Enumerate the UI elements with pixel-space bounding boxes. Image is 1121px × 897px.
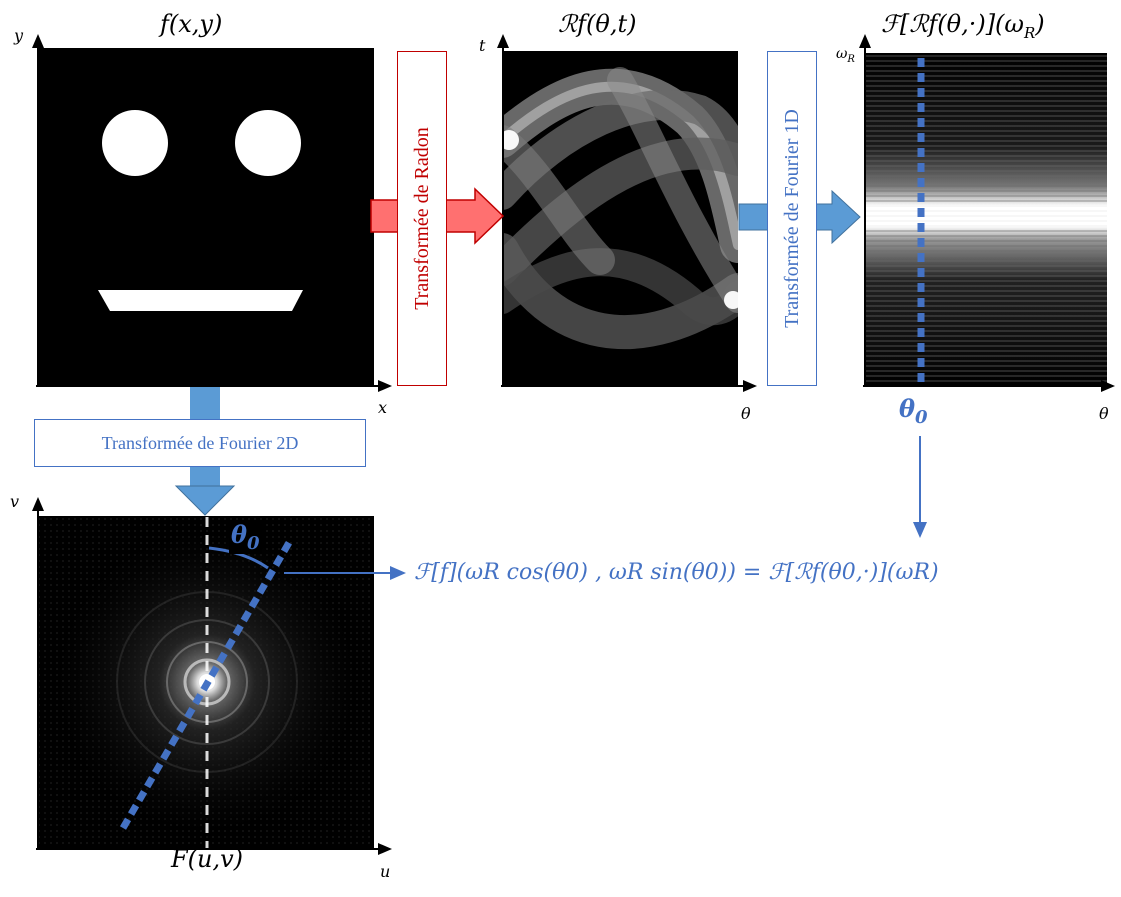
- axis-label-x: x: [378, 398, 388, 417]
- theta0-label-fourier-1d: θ0: [899, 394, 928, 428]
- face-image: [38, 48, 374, 385]
- radon-transform-label: Transformée de Radon: [410, 127, 433, 310]
- axis-label-t: t: [479, 36, 486, 55]
- projection-slice-formula: ℱ[f](ωR cos(θ0) , ωR sin(θ0)) = ℱ[ℛf(θ0,…: [414, 560, 939, 585]
- panel-title-fourier-2d: F(u,v): [171, 845, 244, 873]
- axis-label-theta-fourier: θ: [1099, 404, 1109, 423]
- theta0-arc: [208, 546, 269, 570]
- axis-label-theta-sinogram: θ: [741, 404, 751, 423]
- fourier-1d-transform-box: Transformée de Fourier 1D: [767, 51, 817, 386]
- axis-label-u: u: [380, 862, 391, 881]
- theta0-label-fourier-2d: θ0: [229, 520, 262, 554]
- axis-label-v: v: [10, 492, 20, 511]
- sinogram-image: [499, 51, 742, 386]
- axis-label-omega-r: ωR: [836, 46, 855, 65]
- fourier-1d-transform-label: Transformée de Fourier 1D: [780, 109, 803, 328]
- left-eye: [102, 110, 168, 176]
- fourier-1d-image: [865, 53, 1107, 386]
- radon-transform-box: Transformée de Radon: [397, 51, 447, 386]
- formula-arrow: [284, 566, 406, 580]
- right-eye: [235, 110, 301, 176]
- axis-label-y: y: [14, 26, 24, 45]
- fourier-2d-transform-label: Transformée de Fourier 2D: [101, 432, 299, 453]
- panel-title-sinogram: ℛf(θ,t): [558, 10, 637, 38]
- panel-title-image: f(x,y): [160, 10, 223, 38]
- fourier-2d-transform-box: Transformée de Fourier 2D: [34, 419, 366, 467]
- fourier-2d-arrow: [174, 387, 236, 516]
- theta0-down-arrow: [913, 436, 927, 538]
- mouth: [98, 290, 303, 311]
- theta0-slice-line: [119, 539, 294, 830]
- panel-title-fourier-1d: ℱ[ℛf(θ,·)](ωR): [881, 10, 1045, 42]
